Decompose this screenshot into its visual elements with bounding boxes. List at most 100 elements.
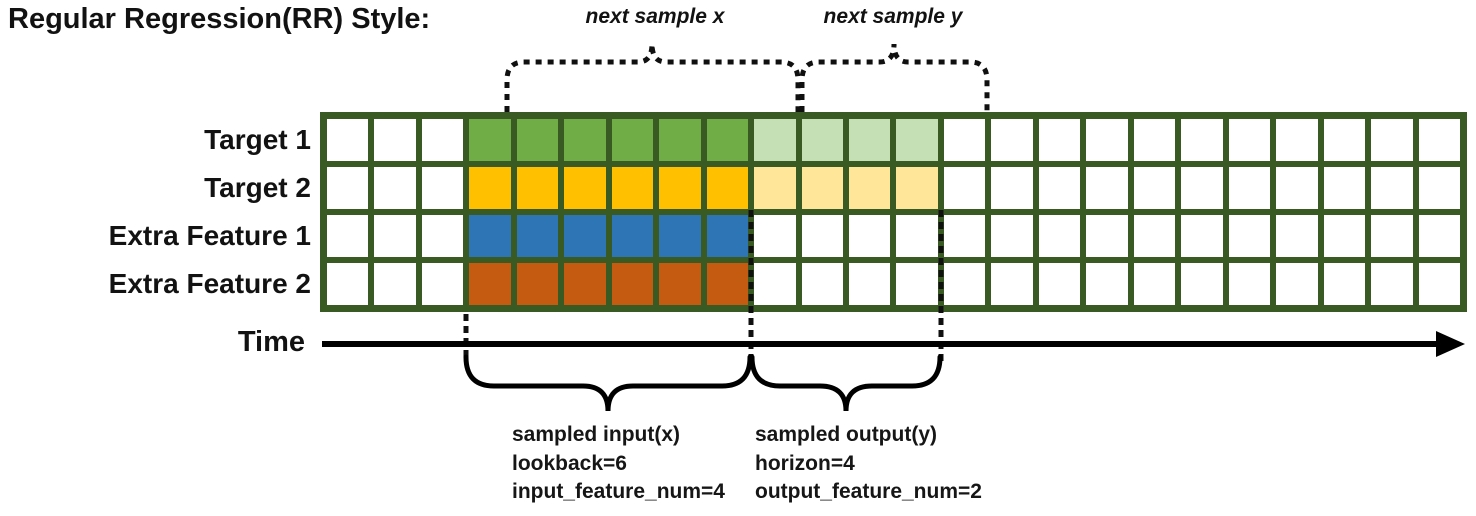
time-axis-arrowhead bbox=[1436, 331, 1465, 357]
grid-cell bbox=[1086, 215, 1128, 257]
grid-cell bbox=[469, 167, 511, 209]
next-sample-x-brace bbox=[504, 43, 801, 112]
grid-cell bbox=[1228, 167, 1271, 209]
sampled-input-brace bbox=[463, 354, 753, 412]
grid-cell bbox=[706, 215, 749, 257]
grid-cell bbox=[801, 215, 844, 257]
grid-cell bbox=[1323, 167, 1366, 209]
grid-cell bbox=[849, 167, 891, 209]
grid-cell bbox=[706, 119, 749, 161]
lookback-value: lookback=6 bbox=[512, 451, 627, 475]
grid-cell bbox=[516, 215, 559, 257]
grid-cell bbox=[754, 263, 796, 305]
grid-cell bbox=[1323, 119, 1366, 161]
grid-cell bbox=[327, 215, 369, 257]
row-label-target-2: Target 2 bbox=[204, 172, 311, 203]
grid-cell bbox=[706, 263, 749, 305]
grid-cell bbox=[1038, 167, 1081, 209]
grid-cell bbox=[516, 167, 559, 209]
grid-cell bbox=[1086, 119, 1128, 161]
grid-cell bbox=[849, 215, 891, 257]
time-series-grid bbox=[320, 112, 1467, 312]
grid-cell bbox=[469, 263, 511, 305]
grid-cell bbox=[1181, 215, 1223, 257]
grid-cell bbox=[849, 119, 891, 161]
grid-cell bbox=[327, 263, 369, 305]
grid-cell bbox=[374, 167, 416, 209]
grid-cell bbox=[1228, 215, 1271, 257]
grid-cell bbox=[611, 215, 654, 257]
grid-cell bbox=[754, 215, 796, 257]
input-feature-num-value: input_feature_num=4 bbox=[512, 480, 725, 503]
time-axis-label: Time bbox=[237, 326, 305, 358]
grid-cell bbox=[611, 119, 654, 161]
grid-cell bbox=[659, 119, 701, 161]
sampled-input-title: sampled input(x) bbox=[512, 423, 681, 446]
grid-cell bbox=[896, 119, 938, 161]
grid-cell bbox=[611, 263, 654, 305]
sampled-input-annotation: sampled input(x) lookback=6 input_featur… bbox=[512, 421, 725, 507]
grid-cell bbox=[1276, 119, 1318, 161]
next-sample-y-brace bbox=[799, 43, 990, 112]
horizon-value: horizon=4 bbox=[755, 451, 855, 475]
grid-cell bbox=[327, 167, 369, 209]
grid-cell bbox=[1181, 119, 1223, 161]
grid-cell bbox=[469, 215, 511, 257]
grid-cell bbox=[374, 215, 416, 257]
grid-cell bbox=[611, 167, 654, 209]
grid-cell bbox=[1276, 263, 1318, 305]
grid-cell bbox=[991, 215, 1033, 257]
grid-cell bbox=[374, 263, 416, 305]
grid-cell bbox=[516, 263, 559, 305]
grid-cell bbox=[1086, 167, 1128, 209]
grid-cell bbox=[1133, 263, 1176, 305]
grid-cell bbox=[991, 119, 1033, 161]
grid-cell bbox=[1228, 119, 1271, 161]
grid-cell bbox=[1181, 167, 1223, 209]
grid-cell bbox=[659, 215, 701, 257]
grid-cell bbox=[801, 263, 844, 305]
grid-cell bbox=[754, 119, 796, 161]
grid-cell bbox=[801, 167, 844, 209]
grid-cell bbox=[706, 167, 749, 209]
grid-cell bbox=[327, 119, 369, 161]
grid-cell bbox=[943, 119, 986, 161]
grid-cell bbox=[1276, 167, 1318, 209]
grid-cell bbox=[1133, 215, 1176, 257]
grid-cell bbox=[1371, 263, 1413, 305]
grid-cell bbox=[564, 215, 606, 257]
output-feature-num-value: output_feature_num=2 bbox=[755, 480, 982, 503]
grid-cell bbox=[754, 167, 796, 209]
row-label-extra-feature-1: Extra Feature 1 bbox=[108, 220, 311, 251]
grid-cell bbox=[659, 167, 701, 209]
next-sample-x-label: next sample x bbox=[585, 5, 725, 28]
next-sample-y-label: next sample y bbox=[823, 5, 963, 28]
grid-cell bbox=[1038, 215, 1081, 257]
grid-cell bbox=[943, 215, 986, 257]
grid-cell bbox=[1418, 215, 1460, 257]
grid-cell bbox=[564, 167, 606, 209]
grid-cell bbox=[1038, 263, 1081, 305]
grid-cell bbox=[564, 119, 606, 161]
grid-cell bbox=[659, 263, 701, 305]
grid-cell bbox=[943, 167, 986, 209]
grid-cell bbox=[1228, 263, 1271, 305]
grid-cell bbox=[991, 263, 1033, 305]
grid-cell bbox=[1133, 167, 1176, 209]
grid-cell bbox=[896, 215, 938, 257]
grid-cell bbox=[374, 119, 416, 161]
grid-cell bbox=[943, 263, 986, 305]
grid-cell bbox=[421, 167, 464, 209]
row-label-target-1: Target 1 bbox=[204, 124, 311, 155]
grid-cell bbox=[469, 119, 511, 161]
grid-cell bbox=[516, 119, 559, 161]
sampled-output-annotation: sampled output(y) horizon=4 output_featu… bbox=[755, 421, 982, 507]
grid-cell bbox=[1276, 215, 1318, 257]
sampled-output-brace bbox=[749, 354, 943, 412]
row-label-extra-feature-2: Extra Feature 2 bbox=[108, 268, 311, 299]
grid-cell bbox=[1418, 119, 1460, 161]
grid-cell bbox=[896, 167, 938, 209]
grid-cell bbox=[421, 215, 464, 257]
grid-cell bbox=[1418, 263, 1460, 305]
grid-cell bbox=[1371, 215, 1413, 257]
